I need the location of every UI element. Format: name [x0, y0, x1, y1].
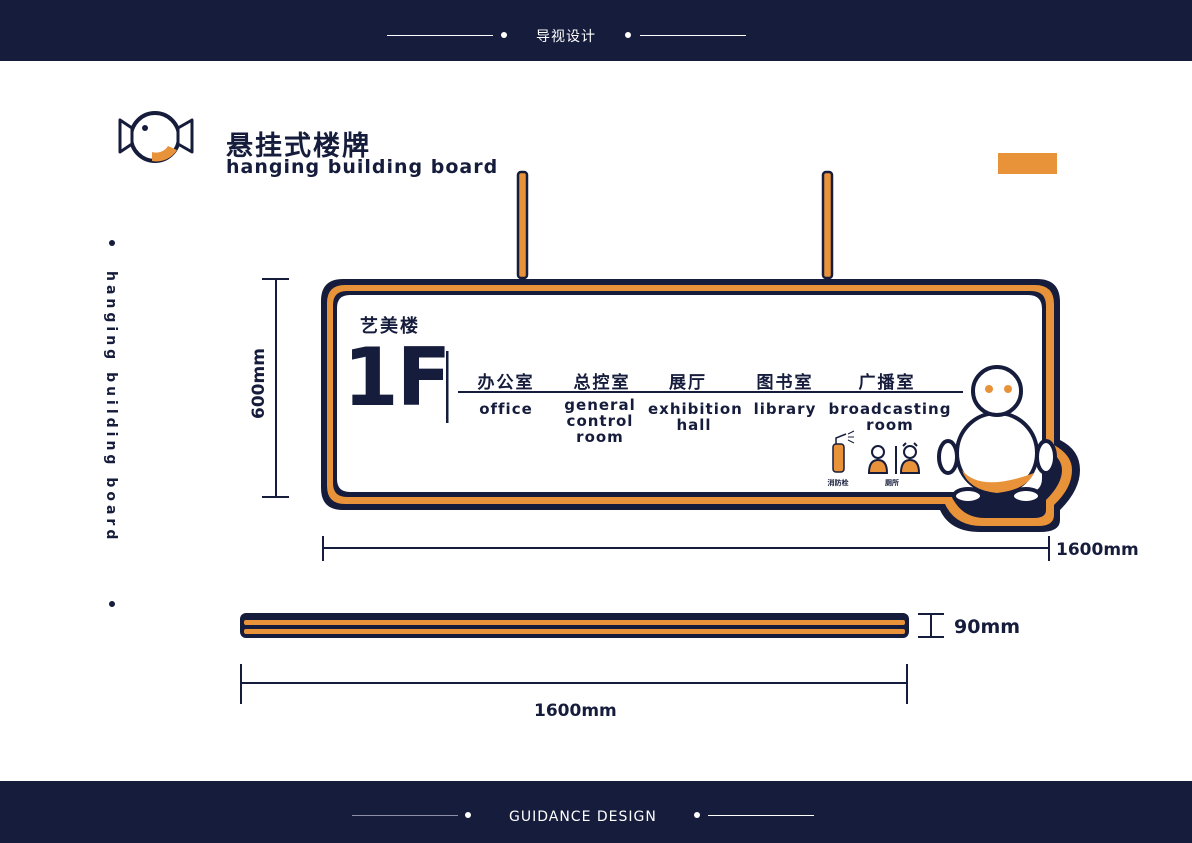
side-width-dimension: [240, 664, 908, 704]
width-dimension: [322, 536, 1050, 561]
footer-dot-left: [465, 812, 471, 818]
header-title: 导视设计: [536, 29, 596, 45]
header-rule-right: [640, 35, 746, 36]
header-dot-right: [625, 32, 631, 38]
footer-band: GUIDANCE DESIGN: [0, 781, 1192, 843]
room-en-exhibition: exhibition hall: [648, 400, 743, 434]
side-view-board: [240, 613, 909, 638]
fish-logo-icon: [118, 111, 194, 163]
room-cn-office: 办公室: [477, 373, 535, 393]
thickness-dimension-label: 90mm: [954, 616, 1021, 638]
room-cn-control: 总控室: [573, 373, 631, 393]
room-en-control: general control room: [564, 396, 636, 446]
hanging-rods: [516, 170, 834, 280]
floor-number: 1F: [343, 331, 451, 424]
width-dimension-label: 1600mm: [1056, 540, 1139, 560]
room-en-office: office: [479, 400, 533, 418]
room-en-broadcast: broadcasting room: [828, 400, 952, 434]
robot-mascot-icon: [937, 365, 1057, 505]
footer-rule-right: [708, 815, 814, 816]
fire-extinguisher-icon: [832, 430, 855, 473]
room-cn-broadcast: 广播室: [858, 373, 916, 393]
header-rule-left: [387, 35, 493, 36]
thickness-dimension: [918, 613, 944, 638]
page-title: 悬挂式楼牌: [226, 131, 371, 162]
footer-rule-left: [352, 815, 458, 816]
height-dimension: [262, 278, 289, 498]
footer-dot-right: [694, 812, 700, 818]
room-cn-exhibition: 展厅: [669, 373, 707, 393]
toilet-label: 厕所: [885, 479, 899, 487]
toilet-icon: [867, 442, 921, 474]
footer-title: GUIDANCE DESIGN: [509, 809, 657, 825]
height-dimension-label: 600mm: [249, 348, 269, 419]
header-band: 导视设计: [0, 0, 1192, 61]
page-subtitle: hanging building board: [226, 156, 499, 178]
accent-swatch: [998, 153, 1057, 174]
room-cn-library: 图书室: [756, 373, 814, 393]
room-en-library: library: [753, 400, 817, 418]
header-dot-left: [501, 32, 507, 38]
fire-extinguisher-label: 消防栓: [827, 479, 849, 487]
side-label: hanging building board: [103, 271, 119, 544]
building-name: 艺美楼: [360, 316, 420, 337]
side-width-dimension-label: 1600mm: [534, 701, 617, 721]
